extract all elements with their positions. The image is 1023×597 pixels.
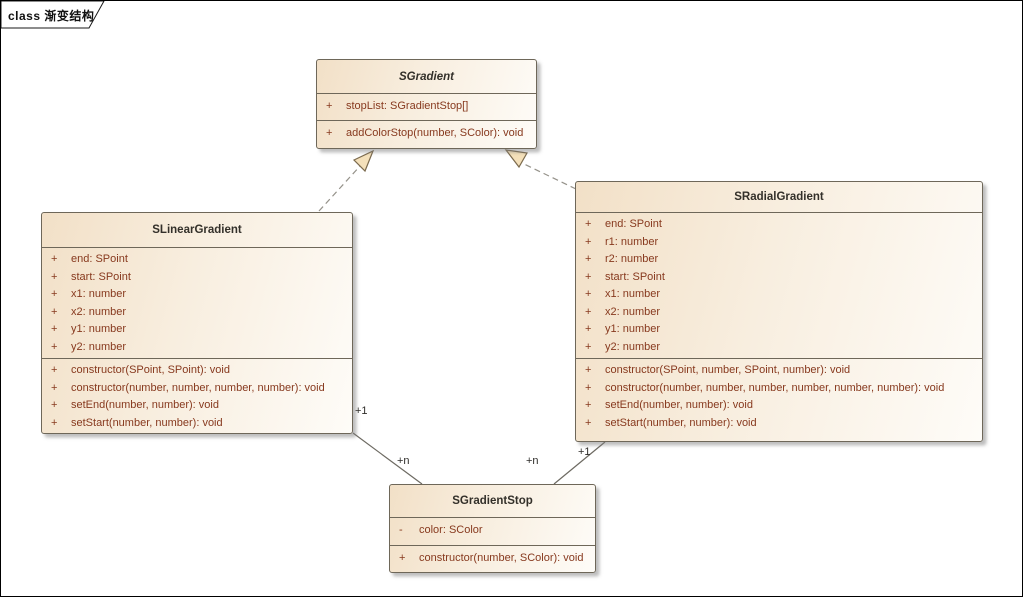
- attribute-row: + end: SPoint: [585, 218, 662, 230]
- multiplicity-label-radial-source: +1: [578, 446, 591, 458]
- class-name: SRadialGradient: [576, 182, 982, 213]
- multiplicity-label-linear-target: +n: [397, 455, 410, 467]
- class-box-sgradientstop[interactable]: SGradientStop - color: SColor + construc…: [389, 484, 596, 573]
- class-name: SGradientStop: [390, 485, 595, 518]
- method-row: + constructor(number, SColor): void: [399, 552, 584, 564]
- method-row: + setStart(number, number): void: [51, 416, 223, 429]
- method-row: + constructor(SPoint, SPoint): void: [51, 364, 230, 376]
- method-row: + constructor(number, number, number, nu…: [585, 381, 945, 394]
- attribute-row: + x2: number: [51, 305, 127, 318]
- realization-arrow-icon: [352, 149, 375, 173]
- class-name: SGradient: [317, 60, 536, 94]
- attribute-row: + stopList: SGradientStop[]: [326, 100, 469, 112]
- attribute-row: + start: SPoint: [585, 270, 665, 283]
- association-line-linear-to-stop[interactable]: [352, 432, 423, 485]
- method-row: + addColorStop(number, SColor): void: [326, 127, 524, 139]
- method-row: + setEnd(number, number): void: [585, 399, 753, 411]
- attribute-row: + r2: number: [585, 253, 659, 265]
- attribute-row: - color: SColor: [399, 524, 483, 536]
- method-row: + constructor(number, number, number, nu…: [51, 381, 325, 394]
- multiplicity-label-radial-target: +n: [526, 455, 539, 467]
- class-box-slineargradient[interactable]: SLinearGradient + end: SPoint + start: S…: [41, 212, 353, 434]
- attribute-row: + y1: number: [51, 323, 127, 335]
- association-line-radial-to-stop[interactable]: [553, 441, 606, 485]
- attribute-row: + end: SPoint: [51, 253, 128, 265]
- attribute-row: + r1: number: [585, 235, 659, 248]
- frame-label: class 渐变结构: [8, 9, 95, 23]
- class-box-sgradient[interactable]: SGradient + stopList: SGradientStop[] + …: [316, 59, 537, 149]
- attribute-row: + x2: number: [585, 305, 661, 318]
- class-box-sradialgradient[interactable]: SRadialGradient + end: SPoint + r1: numb…: [575, 181, 983, 442]
- frame-tab: [1, 1, 105, 29]
- multiplicity-label-linear-source: +1: [355, 405, 368, 417]
- attribute-row: + y2: number: [51, 340, 127, 353]
- attribute-row: + y1: number: [585, 323, 661, 335]
- realization-line-linear-to-gradient[interactable]: [318, 164, 362, 212]
- attribute-row: + start: SPoint: [51, 270, 131, 283]
- realization-line-radial-to-gradient[interactable]: [521, 162, 577, 190]
- realization-arrow-icon: [504, 149, 528, 169]
- attribute-row: + x1: number: [585, 288, 661, 300]
- method-row: + constructor(SPoint, number, SPoint, nu…: [585, 364, 851, 376]
- attribute-row: + x1: number: [51, 288, 127, 300]
- class-name: SLinearGradient: [42, 213, 352, 248]
- method-row: + setEnd(number, number): void: [51, 399, 219, 411]
- attribute-row: + y2: number: [585, 340, 661, 353]
- method-row: + setStart(number, number): void: [585, 416, 757, 429]
